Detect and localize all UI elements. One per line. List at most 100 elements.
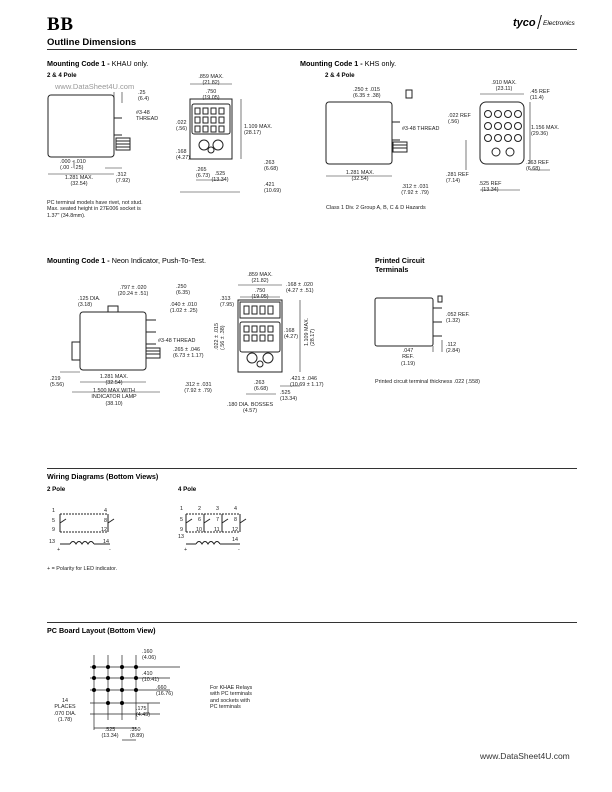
pcb-dim-b: .410(10.41) bbox=[142, 671, 160, 684]
w2-minus: - bbox=[109, 547, 111, 553]
w4-pin-3: 3 bbox=[216, 506, 219, 512]
footer-url[interactable]: www.DataSheet4U.com bbox=[480, 751, 570, 761]
neon-dim-c: .125 DIA.(3.18) bbox=[78, 296, 101, 309]
neon-dim-a: .797 ± .020(20.24 ± .51) bbox=[117, 285, 149, 298]
khau-dim-h: 1.109 MAX.(28.17) bbox=[244, 124, 273, 137]
khau-dim-c: 1.281 MAX.(32.54) bbox=[64, 175, 94, 188]
khau-dim-b: .000 - .010(.00 - .25) bbox=[60, 159, 86, 172]
w4-plus: + bbox=[184, 547, 188, 553]
w4-pin-5: 5 bbox=[180, 517, 183, 523]
w4-pin-6: 6 bbox=[198, 517, 201, 523]
wiring-note: + = Polarity for LED indicator. bbox=[47, 566, 118, 572]
pcb-dim-a: .160(4.06) bbox=[142, 649, 157, 662]
w4-pin-10: 10 bbox=[196, 527, 202, 533]
khau-dim-g: .022(.56) bbox=[176, 120, 188, 133]
wiring-section-title: Wiring Diagrams (Bottom Views) bbox=[47, 472, 159, 481]
w4-pin-2: 2 bbox=[198, 506, 201, 512]
khau-dim-m: .421(10.69) bbox=[264, 182, 282, 195]
w4-pin-13: 13 bbox=[178, 534, 184, 540]
w4-minus: - bbox=[238, 547, 240, 553]
neon-dim-r: .421 ± .046(10.69 ± 1.17) bbox=[290, 376, 324, 389]
khau-pole-label: 2 & 4 Pole bbox=[47, 72, 77, 79]
w4-pin-4: 4 bbox=[234, 506, 237, 512]
printed-dim-b: .112(2.84) bbox=[446, 342, 461, 355]
neon-dim-b: .250(6.35) bbox=[176, 284, 191, 297]
khau-section-title: Mounting Code 1 - KHAU only. bbox=[47, 59, 149, 68]
khau-dim-k: .525(13.34) bbox=[211, 171, 229, 184]
w4-pin-8: 8 bbox=[234, 517, 237, 523]
printed-dim-a: .052 REF.(1.32) bbox=[446, 312, 470, 325]
w2-pin-4: 4 bbox=[104, 508, 107, 514]
khs-dim-i: .281 REF(7.14) bbox=[446, 172, 469, 185]
neon-dim-j: .859 MAX.(21.82) bbox=[247, 272, 273, 285]
pcb-dim-f: .525(13.34) bbox=[101, 727, 119, 740]
khau-dim-f: .750(19.05) bbox=[202, 89, 220, 102]
neon-dim-q: .263(6.68) bbox=[254, 380, 269, 393]
pcb-dim-c: .660(16.76) bbox=[156, 685, 174, 698]
w4-pin-11: 11 bbox=[214, 527, 220, 533]
pcb-section-title: PC Board Layout (Bottom View) bbox=[47, 626, 156, 635]
neon-dim-n: .168(4.27) bbox=[284, 328, 299, 341]
w2-pin-9: 9 bbox=[52, 527, 55, 533]
w2-pin-5: 5 bbox=[52, 518, 55, 524]
khs-dim-h: 1.156 MAX.(29.36) bbox=[531, 125, 560, 138]
neon-dim-t: .525(13.34) bbox=[280, 390, 298, 403]
w4-pin-9: 9 bbox=[180, 527, 183, 533]
khs-thread-label: #3-48 THREAD bbox=[402, 126, 440, 132]
tyco-logo: tyco bbox=[513, 17, 536, 29]
khs-dim-c: 1.281 MAX.(32.54) bbox=[345, 170, 375, 183]
w4-pin-12: 12 bbox=[232, 527, 238, 533]
w2-plus: + bbox=[57, 547, 61, 553]
khs-dim-e: .910 MAX.(23.11) bbox=[491, 80, 517, 93]
neon-dim-e: .265 ± .046(6.73 ± 1.17) bbox=[173, 347, 204, 360]
khau-dim-a: .25(6.4) bbox=[138, 90, 150, 103]
khau-dim-d: .312(7.92) bbox=[116, 172, 131, 185]
w2-pin-1: 1 bbox=[52, 508, 55, 514]
khs-note: Class 1 Div. 2 Group A, B, C & D Hazards bbox=[326, 205, 426, 211]
wiring-2pole-title: 2 Pole bbox=[47, 486, 66, 493]
page-title: Outline Dimensions bbox=[47, 37, 137, 48]
khau-note: PC terminal models have rivet, not stud.… bbox=[47, 200, 143, 219]
khs-dim-a: .250 ± .015(6.35 ± .38) bbox=[353, 87, 381, 100]
khau-dim-j: .265(6.73) bbox=[196, 167, 211, 180]
neon-dim-d: .040 ± .010(1.02 ± .25) bbox=[170, 302, 198, 315]
title-rule bbox=[47, 49, 577, 50]
neon-dim-s: .180 DIA. BOSSES(4.57) bbox=[226, 402, 274, 415]
neon-dim-p: .168 ± .020(4.27 ± .51) bbox=[286, 282, 314, 295]
w2-pin-13: 13 bbox=[49, 539, 55, 545]
w2-pin-14: 14 bbox=[103, 539, 109, 545]
khs-dim-k: .525 REF(13.34) bbox=[478, 181, 502, 194]
w2-pin-12: 12 bbox=[101, 527, 107, 533]
w4-pin-7: 7 bbox=[216, 517, 219, 523]
burr-brown-logo: B B bbox=[47, 14, 73, 35]
khs-pole-label: 2 & 4 Pole bbox=[325, 72, 355, 79]
khs-dim-g: .022 REF(.56) bbox=[448, 113, 471, 126]
neon-section-title: Mounting Code 1 - Neon Indicator, Push-T… bbox=[47, 256, 206, 265]
khau-dim-l: .263(6.68) bbox=[264, 160, 279, 173]
pcb-dim-e: .350(8.89) bbox=[130, 727, 145, 740]
neon-thread-label: #3-48 THREAD bbox=[158, 338, 196, 344]
neon-dim-f: .219(5.56) bbox=[50, 376, 65, 389]
khs-section-title: Mounting Code 1 - KHS only. bbox=[300, 59, 397, 68]
printed-note: Printed circuit terminal thickness .022 … bbox=[375, 379, 480, 385]
pcb-rule bbox=[47, 622, 577, 623]
neon-dim-i: .312 ± .031(7.92 ± .79) bbox=[184, 382, 212, 395]
w2-pin-8: 8 bbox=[104, 518, 107, 524]
khs-dim-l: .263 REF(6.68) bbox=[526, 160, 549, 173]
khs-dim-f: .45 REF(11.4) bbox=[530, 89, 550, 102]
w4-pin-1: 1 bbox=[180, 506, 183, 512]
khau-dim-i: .168(4.27) bbox=[176, 149, 191, 162]
wiring-4pole-title: 4 Pole bbox=[178, 486, 197, 493]
wiring-rule bbox=[47, 468, 577, 469]
